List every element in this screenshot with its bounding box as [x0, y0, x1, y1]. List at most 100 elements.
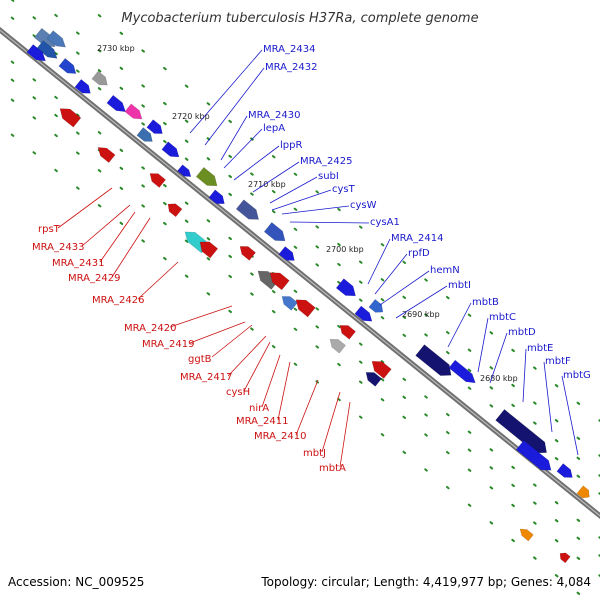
- gene-label[interactable]: lepA: [263, 123, 285, 134]
- gene-arrow-shape: [263, 222, 286, 242]
- gene-arrow: [263, 222, 286, 242]
- gene-label[interactable]: subI: [318, 171, 339, 182]
- gene-label[interactable]: rpfD: [408, 248, 430, 259]
- gene-label[interactable]: MRA_2411: [236, 416, 288, 427]
- gene-arrow-shape: [556, 463, 573, 478]
- gene-arrow-shape: [515, 440, 552, 471]
- gene-arrow: [415, 344, 452, 376]
- leader-line: [57, 187, 113, 229]
- gene-arrow-shape: [58, 58, 77, 74]
- leader-line: [227, 335, 267, 377]
- gene-arrow: [519, 528, 534, 542]
- kbp-label: 2720 kbp: [172, 112, 210, 121]
- gene-label[interactable]: mbtG: [563, 370, 591, 381]
- gene-arrow: [161, 141, 180, 158]
- leader-line: [379, 270, 430, 306]
- gene-arrow-shape: [278, 246, 295, 261]
- tick-dots: [0, 123, 589, 600]
- gene-label[interactable]: hemN: [430, 265, 460, 276]
- gene-arrow-shape: [97, 147, 116, 163]
- leader-line: [374, 253, 408, 295]
- leader-line: [281, 205, 350, 215]
- gene-arrow-shape: [91, 70, 108, 86]
- gene-label[interactable]: nirA: [249, 403, 269, 414]
- gene-arrow: [269, 272, 290, 291]
- gene-arrow: [199, 241, 219, 259]
- gene-arrow-shape: [199, 241, 219, 259]
- gene-label[interactable]: rpsT: [38, 224, 61, 235]
- gene-label[interactable]: MRA_2433: [32, 242, 84, 253]
- kbp-label: 2730 kbp: [97, 44, 135, 53]
- leader-line: [252, 161, 300, 193]
- gene-arrow-shape: [46, 30, 66, 48]
- gene-label[interactable]: cysA1: [370, 217, 400, 228]
- gene-label[interactable]: mbtE: [527, 343, 553, 354]
- gene-label[interactable]: MRA_2432: [265, 62, 317, 73]
- gene-label[interactable]: lppR: [280, 140, 302, 151]
- leader-line: [137, 261, 179, 300]
- kbp-scale: 2730 kbp 2720 kbp 2710 kbp 2700 kbp 2690…: [97, 44, 518, 383]
- gene-label[interactable]: MRA_2431: [52, 258, 104, 269]
- gene-arrow-shape: [365, 372, 382, 387]
- gene-arrow: [365, 372, 382, 387]
- gene-label[interactable]: MRA_2417: [180, 372, 232, 383]
- gene-label[interactable]: MRA_2430: [248, 110, 300, 121]
- gene-arrow: [329, 338, 346, 354]
- gene-arrow: [239, 246, 256, 261]
- gene-label[interactable]: MRA_2425: [300, 156, 352, 167]
- gene-arrow-shape: [167, 203, 183, 218]
- gene-arrow-shape: [177, 164, 192, 177]
- gene-arrow: [208, 189, 225, 205]
- gene-label[interactable]: MRA_2434: [263, 44, 315, 55]
- gene-arrow: [515, 440, 552, 471]
- gene-arrow: [368, 299, 384, 313]
- gene-arrow-shape: [495, 409, 547, 454]
- leader-line: [261, 354, 281, 408]
- leader-line: [522, 348, 527, 403]
- gene-arrow: [149, 173, 166, 188]
- gene-label[interactable]: mbtF: [545, 356, 571, 367]
- gene-label[interactable]: cysT: [332, 184, 356, 195]
- gene-label[interactable]: ggtB: [188, 354, 212, 365]
- gene-arrow-shape: [415, 344, 452, 376]
- gene-arrow-shape: [339, 325, 356, 340]
- leader-line: [289, 221, 370, 224]
- kbp-label: 2700 kbp: [326, 245, 364, 254]
- gene-arrow: [354, 305, 373, 322]
- gene-label[interactable]: MRA_2426: [92, 295, 144, 306]
- leader-line: [169, 305, 233, 328]
- gene-arrow: [371, 360, 392, 379]
- gene-arrow-shape: [371, 360, 392, 379]
- gene-arrow: [448, 359, 476, 384]
- leader-line: [233, 145, 280, 181]
- gene-label[interactable]: mbtD: [508, 327, 536, 338]
- gene-label[interactable]: cysW: [350, 200, 377, 211]
- gene-arrow-shape: [26, 44, 46, 62]
- gene-arrow-shape: [239, 246, 256, 261]
- gene-arrow: [177, 164, 192, 177]
- gene-label[interactable]: mbtB: [472, 297, 499, 308]
- gene-arrow: [58, 58, 77, 74]
- genome-backbone: [0, 26, 600, 520]
- gene-label[interactable]: mbtJ: [303, 448, 326, 459]
- gene-arrow: [295, 299, 316, 318]
- gene-label[interactable]: mbtI: [448, 280, 471, 291]
- leader-line: [189, 49, 263, 134]
- gene-label[interactable]: cysH: [226, 387, 250, 398]
- gene-arrow-shape: [335, 278, 356, 297]
- gene-label[interactable]: MRA_2420: [124, 323, 176, 334]
- gene-label[interactable]: mbtC: [489, 312, 516, 323]
- gene-label[interactable]: MRA_2410: [254, 431, 306, 442]
- gene-arrow-shape: [74, 79, 91, 94]
- gene-label[interactable]: MRA_2429: [68, 273, 120, 284]
- gene-label[interactable]: MRA_2419: [142, 339, 194, 350]
- leader-line: [561, 375, 579, 456]
- gene-arrow: [46, 30, 66, 48]
- leader-line: [395, 285, 448, 319]
- leader-line: [223, 128, 263, 169]
- gene-arrow: [559, 552, 571, 564]
- gene-label[interactable]: MRA_2414: [391, 233, 443, 244]
- gene-label[interactable]: mbtA: [319, 463, 346, 474]
- leader-line: [111, 217, 151, 278]
